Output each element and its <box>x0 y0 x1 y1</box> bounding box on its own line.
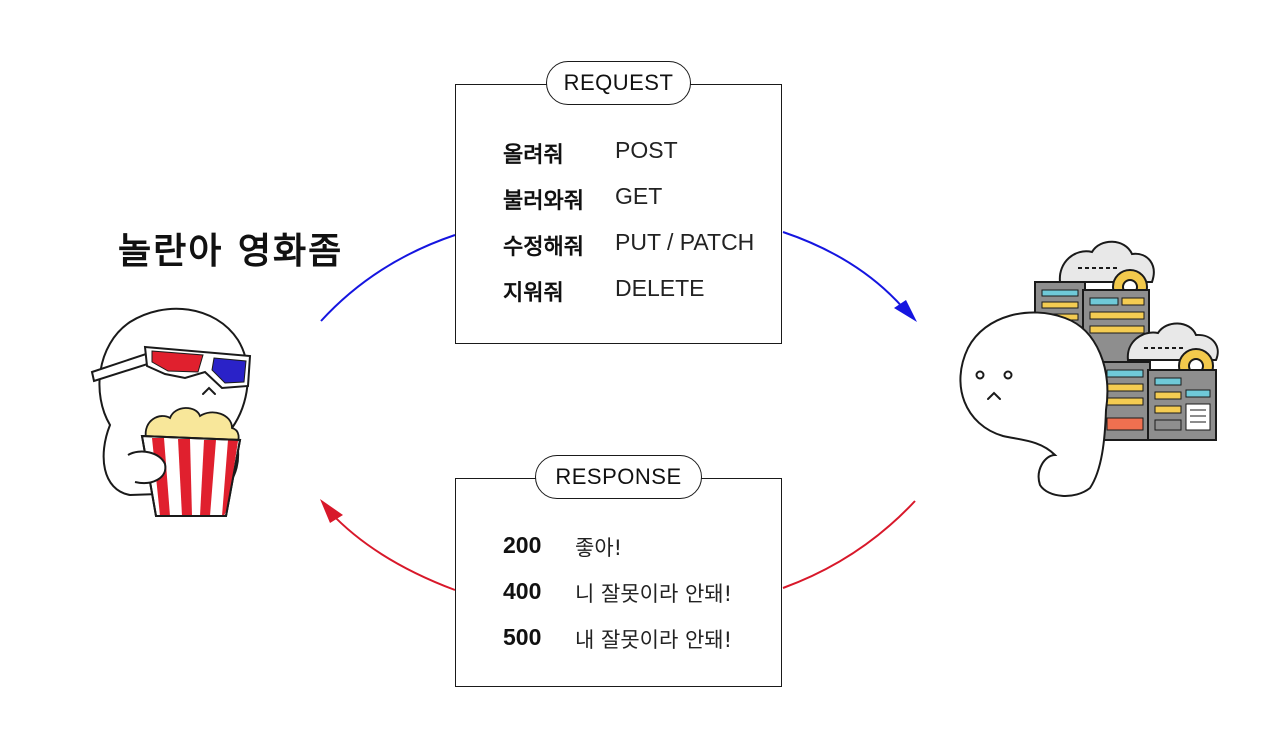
request-method: DELETE <box>615 275 705 301</box>
status-code: 400 <box>503 578 542 604</box>
status-message: 좋아! <box>575 536 623 560</box>
response-arc-left <box>329 511 456 591</box>
request-method: POST <box>615 137 678 163</box>
status-message: 니 잘못이라 안돼! <box>575 582 733 606</box>
response-arc-right <box>782 500 916 589</box>
request-label: 불러와줘 <box>503 189 584 214</box>
response-arrowhead-icon <box>320 499 343 523</box>
request-title: REQUEST <box>546 61 691 105</box>
status-code: 500 <box>503 624 542 650</box>
request-method: GET <box>615 183 663 209</box>
status-message: 내 잘못이라 안돼! <box>575 628 733 652</box>
response-card: 200 좋아! 400 니 잘못이라 안돼! 500 내 잘못이라 안돼! <box>455 478 782 687</box>
moviegoer-icon <box>90 307 252 517</box>
request-label: 지워줘 <box>503 281 564 306</box>
request-card: 올려줘 POST 불러와줘 GET 수정해줘 PUT / PATCH 지워줘 D… <box>455 84 782 344</box>
server-character-icon <box>959 311 1109 497</box>
request-arc-right <box>782 231 906 311</box>
response-title: RESPONSE <box>535 455 702 499</box>
client-title: 놀란아 영화좀 <box>118 231 344 272</box>
request-arrowhead-icon <box>894 300 917 322</box>
status-code: 200 <box>503 532 542 558</box>
request-label: 올려줘 <box>503 143 564 168</box>
request-arc-left <box>320 234 456 322</box>
request-method: PUT / PATCH <box>615 229 755 255</box>
request-label: 수정해줘 <box>503 235 584 260</box>
